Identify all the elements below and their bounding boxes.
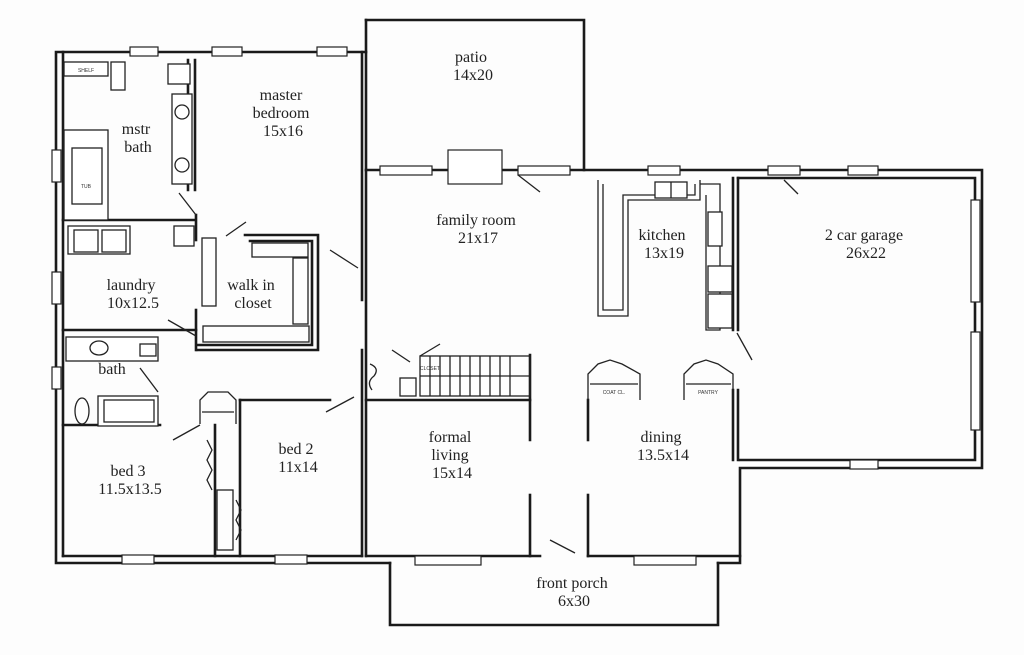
dining-closets: COAT CL. PANTRY	[587, 359, 734, 400]
laundry-fixtures	[67, 225, 195, 255]
hall-bath-fixtures	[65, 336, 159, 427]
svg-text:SHELF: SHELF	[78, 68, 94, 74]
room-label-patio: patio 14x20	[453, 49, 493, 84]
svg-text:PANTRY: PANTRY	[698, 390, 718, 396]
kitchen-counters	[597, 180, 733, 331]
doors	[139, 174, 799, 554]
closet-shelves	[201, 237, 310, 343]
room-label-master-bedroom: master bedroom 15x16	[253, 87, 314, 140]
room-label-laundry: laundry 10x12.5	[107, 277, 160, 312]
room-label-mstr-bath: mstr bath	[122, 121, 154, 156]
svg-text:CLOSET: CLOSET	[420, 366, 440, 372]
room-label-formal-living: formal living 15x14	[429, 429, 476, 482]
linen-closet	[199, 391, 237, 551]
room-label-bath: bath	[98, 361, 126, 378]
room-label-walk-in-closet: walk in closet	[227, 277, 279, 312]
svg-text:TUB: TUB	[81, 184, 92, 190]
room-label-bed-2: bed 2 11x14	[278, 441, 317, 476]
room-label-garage: 2 car garage 26x22	[825, 227, 907, 262]
room-labels: patio 14x20 master bedroom 15x16 mstr ba…	[98, 49, 907, 610]
master-bath-fixtures: SHELF TUB	[63, 61, 193, 221]
windows	[51, 46, 981, 566]
room-label-kitchen: kitchen 13x19	[638, 227, 689, 262]
room-label-bed-3: bed 3 11.5x13.5	[98, 463, 161, 498]
room-label-dining: dining 13.5x14	[637, 429, 689, 464]
stairs: CLOSET	[368, 355, 531, 397]
svg-text:COAT CL.: COAT CL.	[603, 390, 626, 396]
interior-walls	[61, 50, 742, 627]
room-label-family-room: family room 21x17	[436, 212, 520, 247]
room-label-front-porch: front porch 6x30	[536, 575, 612, 610]
